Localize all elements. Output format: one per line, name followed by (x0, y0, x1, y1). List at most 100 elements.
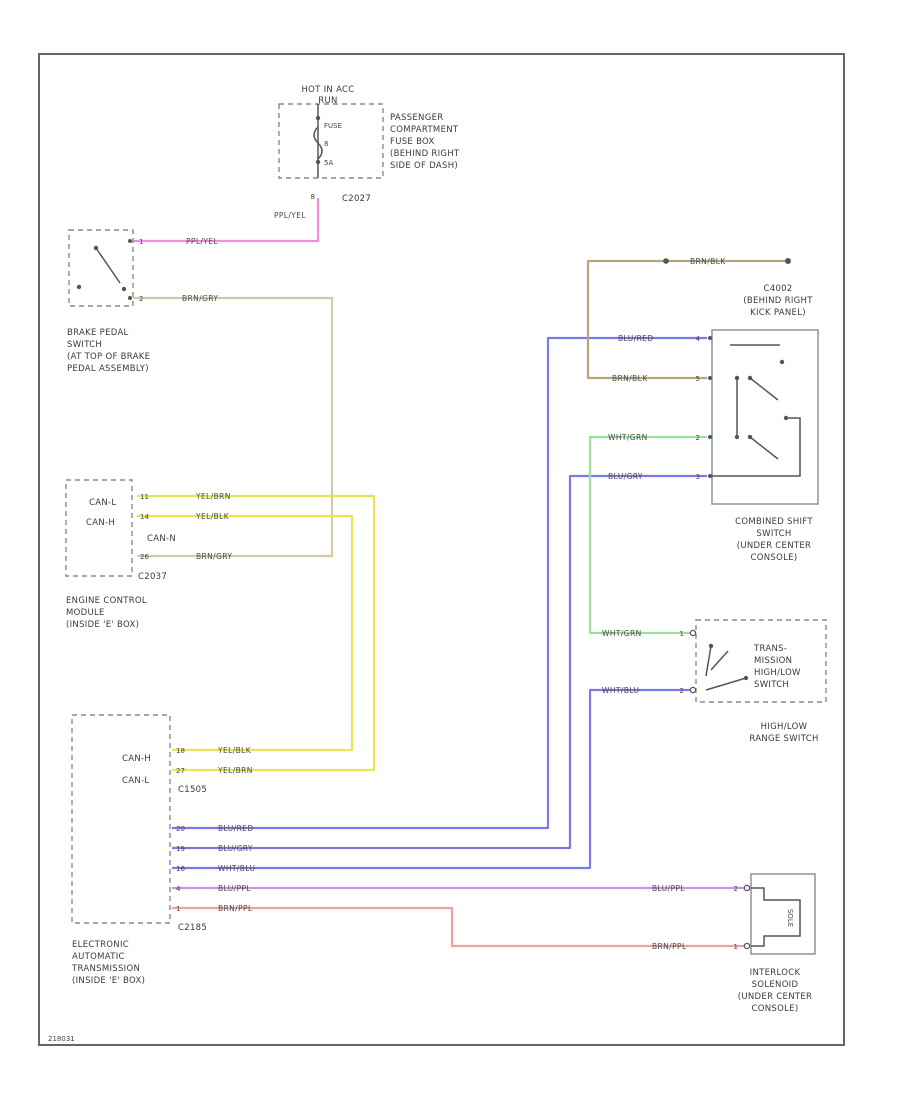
ecm-desc-2: MODULE (66, 608, 105, 618)
range-pin-1: 1 (680, 630, 684, 638)
ground-point (785, 258, 791, 264)
fuse-desc-5: SIDE OF DASH) (390, 161, 458, 171)
combine-pin-2: 2 (696, 434, 700, 442)
ground-connector: C4002 (BEHIND RIGHT KICK PANEL) (663, 258, 813, 318)
wire-label-brn-blk-combine: BRN/BLK (612, 374, 648, 383)
wire-label-blu-red-combine: BLU/RED (618, 334, 654, 343)
wire-brn-ppl (172, 906, 744, 948)
wire-label-yel-brn-tcm: YEL/BRN (217, 766, 253, 775)
wire-wht-grn (588, 435, 707, 635)
wire-label-brn-gry-top: BRN/GRY (182, 294, 218, 303)
ground-desc-2: KICK PANEL) (750, 308, 806, 318)
wire-label-blu-gry-tcm: BLU/GRY (218, 844, 253, 853)
brake-pin-1: 1 (139, 238, 143, 246)
interlock-inner: SOLE (786, 909, 794, 927)
wire-label-brn-gry-ecm: BRN/GRY (196, 552, 232, 561)
interlock-desc-3: (UNDER CENTER (738, 992, 812, 1002)
range-desc-2: RANGE SWITCH (749, 734, 818, 744)
fuse-hot-sub: RUN (318, 96, 337, 106)
brake-switch-outline (68, 229, 134, 307)
wire-label-wht-grn-range: WHT/GRN (602, 629, 642, 638)
ecm-label-can-l: CAN-L (89, 498, 116, 508)
fuse-label: FUSE (324, 122, 342, 130)
fuse-amperage: 5A (324, 159, 333, 167)
wire-label-brn-blk-top: BRN/BLK (690, 257, 726, 266)
wire-label-blu-ppl-interlock: BLU/PPL (652, 884, 685, 893)
ecm-label-can-n: CAN-N (147, 534, 176, 544)
tcm-outline (71, 714, 171, 924)
fuse-element (313, 126, 323, 160)
ecm-pin-14: 14 (140, 513, 149, 521)
range-pin-2: 2 (680, 687, 684, 695)
fuse-desc-4: (BEHIND RIGHT (390, 149, 460, 159)
fuse-box-outline (278, 103, 384, 179)
diagram-frame (38, 53, 845, 1046)
interlock-desc-2: SOLENOID (752, 980, 799, 990)
tcm-desc-2: AUTOMATIC (72, 952, 125, 962)
wire-brn-blk (586, 259, 785, 380)
wire-label-brn-ppl-tcm: BRN/PPL (218, 904, 253, 913)
combine-switch-outline (711, 329, 819, 505)
interlock-pin-1: 1 (734, 943, 738, 951)
transmission-control-module: CAN-H CAN-L 18 27 C1505 20 19 16 4 1 C21… (71, 714, 207, 986)
wire-label-wht-blu-range: WHT/BLU (602, 686, 639, 695)
combine-desc-3: (UNDER CENTER (737, 541, 811, 551)
combine-pin-3: 3 (696, 473, 700, 481)
tcm-connector-top: C1505 (178, 785, 207, 795)
interlock-desc-4: CONSOLE) (752, 1004, 799, 1014)
wire-blu-gry (172, 474, 707, 850)
ecm-outline (65, 479, 133, 577)
engine-control-module: CAN-L CAN-H CAN-N 11 14 26 C2037 ENGINE … (65, 479, 176, 630)
tcm-label-can-l: CAN-L (122, 776, 149, 786)
ground-desc-1: (BEHIND RIGHT (743, 296, 813, 306)
wire-yel-blk (137, 514, 354, 752)
tcm-pin-20: 20 (176, 825, 185, 833)
interlock-pin-2: 2 (734, 885, 738, 893)
range-inner-1: TRANS- (753, 644, 787, 654)
ecm-desc-1: ENGINE CONTROL (66, 596, 147, 606)
wire-label-yel-blk-ecm: YEL/BLK (195, 512, 230, 521)
range-inner-2: MISSION (754, 656, 792, 666)
tcm-pin-19: 19 (176, 845, 185, 853)
wire-label-yel-blk-tcm: YEL/BLK (217, 746, 252, 755)
fuse-box: HOT IN ACC RUN FUSE 8 5A 8 C2027 PASSENG… (278, 85, 460, 204)
tcm-pin-18: 18 (176, 747, 185, 755)
brake-desc-2: SWITCH (67, 340, 102, 350)
wire-label-yel-brn-ecm: YEL/BRN (195, 492, 231, 501)
combine-pin-5: 5 (696, 375, 700, 383)
range-inner-4: SWITCH (754, 680, 789, 690)
wire-label-ppl-yel: PPL/YEL (186, 237, 218, 246)
wire-wht-blu (172, 688, 691, 870)
brake-desc-3: (AT TOP OF BRAKE (67, 352, 150, 362)
tcm-desc-3: TRANSMISSION (71, 964, 140, 974)
wire-brn-gry (133, 296, 334, 558)
combined-shift-switch: 4 5 2 3 COMBINED SHIFT SWITCH (UNDER CEN… (696, 329, 819, 563)
brake-pin-2: 2 (139, 295, 143, 303)
tcm-label-can-h: CAN-H (122, 754, 151, 764)
wire-label-wht-blu-tcm: WHT/BLU (218, 864, 255, 873)
wire-ppl-yel (133, 198, 320, 243)
combine-desc-1: COMBINED SHIFT (735, 517, 813, 527)
tcm-desc-4: (INSIDE 'E' BOX) (72, 976, 145, 986)
diagram-id: 218031 (48, 1035, 75, 1043)
fuse-number: 8 (324, 140, 328, 148)
brake-desc-4: PEDAL ASSEMBLY) (67, 364, 149, 374)
tcm-desc-1: ELECTRONIC (72, 940, 129, 950)
interlock-solenoid: SOLE 2 1 INTERLOCK SOLENOID (UNDER CENTE… (734, 873, 816, 1014)
range-switch: 1 2 TRANS- MISSION HIGH/LOW SWITCH HIGH/… (680, 619, 827, 744)
wire-blu-red (172, 336, 707, 830)
tcm-pin-16: 16 (176, 865, 185, 873)
combine-desc-2: SWITCH (756, 529, 791, 539)
tcm-pin-1: 1 (176, 905, 180, 913)
fuse-connector: C2027 (342, 194, 371, 204)
brake-desc-1: BRAKE PEDAL (67, 328, 129, 338)
fuse-desc-3: FUSE BOX (390, 137, 435, 147)
wire-label-wht-grn-combine: WHT/GRN (608, 433, 648, 442)
range-switch-outline (695, 619, 827, 703)
fuse-pin: 8 (311, 193, 315, 201)
fuse-hot-label: HOT IN ACC (301, 85, 354, 95)
wire-label-blu-gry-combine: BLU/GRY (608, 472, 643, 481)
interlock-desc-1: INTERLOCK (750, 968, 801, 978)
